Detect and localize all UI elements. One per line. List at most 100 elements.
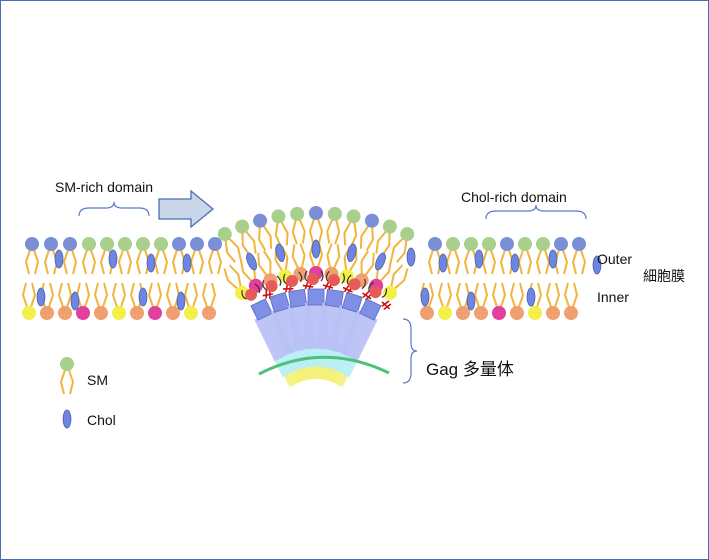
pip2-tail (241, 283, 261, 300)
lipid-head (438, 306, 452, 320)
lipid-tail (298, 219, 306, 244)
lipid-tail (334, 219, 341, 245)
lipid-tail (500, 282, 507, 308)
outer-lipid (271, 209, 289, 247)
lipid-tail (359, 225, 370, 249)
legend-chol-label: Chol (87, 412, 116, 428)
lipid-head (271, 209, 286, 224)
lipid-tail (239, 259, 253, 282)
lipid-tail (545, 282, 552, 308)
lipid-tail (210, 282, 217, 308)
gag-nc (326, 366, 349, 388)
outer-lipid (571, 237, 587, 275)
gag-ma (307, 288, 325, 306)
outer-lipid (235, 219, 257, 257)
cholesterol (347, 243, 357, 263)
cholesterol (36, 287, 46, 307)
cholesterol (108, 249, 118, 269)
lipid-tail (544, 249, 551, 275)
inner-lipid (383, 264, 409, 300)
lipid-tail (90, 249, 97, 275)
chol-domain-bracket (485, 204, 587, 220)
outer-lipid (343, 209, 361, 247)
lipid-tail (445, 249, 452, 275)
lipid-tail (241, 232, 251, 257)
pip2-head (286, 275, 299, 288)
pip2-head (307, 273, 319, 285)
lipid-tail (446, 282, 453, 308)
outer-lipid (390, 227, 415, 263)
lipid-tail (43, 249, 50, 275)
lipid-head (208, 237, 222, 251)
lipid-head (500, 237, 514, 251)
lipid-tail (299, 243, 306, 268)
cholesterol (70, 291, 80, 311)
lipid-head (446, 237, 460, 251)
lipid-tail (499, 249, 506, 275)
lipid-head (564, 306, 578, 320)
membrane-label: 細胞膜 (643, 268, 685, 284)
lipid-tail (563, 282, 570, 308)
lipid-tail (162, 249, 169, 275)
cholesterol (311, 239, 321, 259)
lipid-tail (183, 282, 190, 308)
lipid-head (63, 237, 77, 251)
lipid-tail (192, 282, 199, 308)
lipid-tail (390, 264, 404, 287)
lipid-tail (394, 268, 409, 290)
lipid-tail (535, 249, 542, 275)
lipid-tail (129, 282, 136, 308)
inner-lipid (93, 282, 109, 320)
outer-lipid (253, 213, 273, 251)
lipid-head (456, 306, 470, 320)
myristoyl-mark (381, 300, 392, 311)
lipid-tail (71, 249, 78, 275)
lipid-head (22, 306, 36, 320)
lipid-tail (171, 249, 178, 275)
lipid-tail (571, 249, 578, 275)
lipid-tail (350, 222, 358, 247)
lipid-tail (263, 250, 272, 274)
lipid-tail (117, 249, 124, 275)
lipid-head (172, 237, 186, 251)
lipid-head (253, 213, 268, 228)
lipid-tail (135, 249, 142, 275)
outer-lipid (359, 213, 379, 251)
lipid-tail (333, 244, 341, 269)
lipid-tail (57, 282, 64, 308)
lipid-tail (365, 226, 374, 251)
lipid-head (554, 237, 568, 251)
sm-rich-domain-label: SM-rich domain (55, 179, 154, 195)
lipid-tail (390, 237, 404, 260)
lipid-tail (454, 249, 461, 275)
lipid-tail (153, 249, 160, 275)
lipid-head (428, 237, 442, 251)
inner-lipid (111, 282, 127, 320)
lipid-head (309, 206, 323, 220)
lipid-tail (207, 249, 214, 275)
lipid-tail (482, 282, 489, 308)
lipid-tail (280, 221, 289, 246)
lipid-head (536, 237, 550, 251)
sm-domain-bracket (78, 201, 150, 217)
lipid-head (100, 237, 114, 251)
lipid-tail (379, 259, 393, 282)
lipid-tail (111, 282, 118, 308)
lipid-head (346, 209, 361, 224)
lipid-head (94, 306, 108, 320)
lipid-head (518, 237, 532, 251)
lipid-tail (509, 282, 516, 308)
cholesterol (246, 252, 257, 271)
inner-lipid (183, 282, 199, 320)
outer-leaflet-label: Outer (597, 251, 633, 267)
lipid-head (40, 306, 54, 320)
lipid-tail (481, 249, 488, 275)
outer-lipid (308, 206, 324, 244)
lipid-head (148, 306, 162, 320)
outer-lipid (517, 237, 533, 275)
pip2-tail (262, 275, 282, 291)
cholesterol (54, 249, 64, 269)
lipid-tail (258, 226, 267, 251)
lipid-tail (102, 282, 109, 308)
